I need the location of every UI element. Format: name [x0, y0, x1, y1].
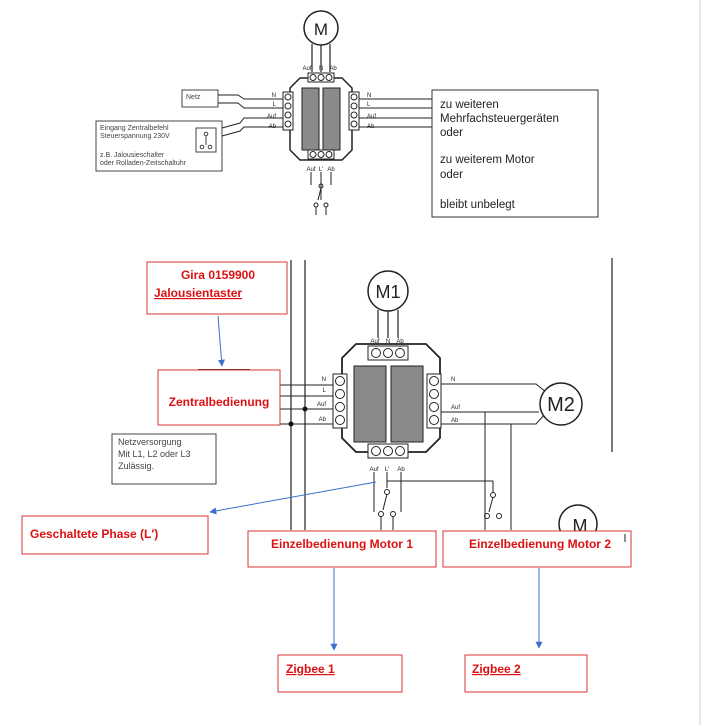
top-term-left-2: L	[273, 102, 277, 108]
top-right-line1: zu weiteren	[440, 99, 499, 111]
top-term-left-1: N	[272, 93, 276, 99]
supply-note-box	[111, 433, 217, 485]
top-term-bottom-2: L'	[319, 167, 323, 173]
top-netz-label: Netz	[186, 94, 201, 101]
junction-dot	[302, 406, 308, 412]
top-netz-box	[181, 89, 219, 108]
motor2-label: M2	[547, 394, 575, 416]
top-term-right-1: N	[367, 93, 371, 99]
annotations: Gira 0159900 Jalousientaster Zentralbedi…	[21, 261, 632, 693]
supply-note-line1: Netzversorgung	[118, 437, 182, 447]
bottom-term-left-4: Ab	[319, 417, 327, 423]
top-right-line5: oder	[440, 169, 463, 181]
gira-type-label: Jalousientaster	[154, 286, 242, 300]
bottom-relay-left	[353, 365, 387, 443]
central-control-label: Zentralbedienung	[169, 395, 270, 409]
bottom-term-right-3: Ab	[451, 418, 459, 424]
supply-note-line2: Mit L1, L2 oder L3	[118, 449, 191, 459]
junction-dot	[288, 421, 294, 427]
top-relay-right	[322, 87, 341, 151]
bottom-term-left-2: L	[323, 388, 327, 394]
zigbee1-box	[277, 654, 403, 693]
motor2-symbol	[539, 382, 583, 426]
zigbee1-label: Zigbee 1	[286, 662, 335, 676]
single-motor2-label: Einzelbedienung Motor 2	[469, 537, 611, 551]
central-control-box	[157, 369, 281, 426]
motor1-label: M1	[375, 282, 400, 302]
gira-model-label: Gira 0159900	[181, 268, 255, 282]
gira-annotation-box	[146, 261, 288, 315]
top-term-right-2: L	[367, 102, 371, 108]
top-relay-left	[301, 87, 320, 151]
top-term-left-3: Auf	[267, 114, 276, 120]
bottom-term-left-3: Auf	[317, 402, 326, 408]
bottom-term-left-1: N	[322, 377, 326, 383]
single-motor1-label: Einzelbedienung Motor 1	[271, 537, 413, 551]
top-term-top-3: Ab	[329, 66, 337, 72]
top-term-top-2: N	[319, 66, 323, 72]
bottom-relay-right	[390, 365, 424, 443]
top-input-line2: Steuerspannung 230V	[100, 133, 170, 140]
top-term-top-1: Auf	[302, 66, 311, 72]
bottom-term-top-1: Auf	[370, 339, 379, 345]
supply-note-line3: Zulässig.	[118, 461, 154, 471]
bottom-term-bottom-3: Ab	[397, 467, 405, 473]
bottom-term-top-2: N	[386, 339, 390, 345]
top-right-line6: bleibt unbelegt	[440, 199, 516, 211]
top-actuator-housing	[289, 77, 353, 161]
top-term-right-3: Auf	[367, 114, 376, 120]
switched-phase-label: Geschaltete Phase (L')	[30, 527, 158, 541]
top-right-box	[431, 89, 599, 218]
bottom-term-bottom-2: L'	[385, 467, 389, 473]
top-wiring-diagram: M Auf N Ab Auf L' Ab N L Auf Ab N L Au	[95, 10, 599, 218]
zigbee2-box	[464, 654, 588, 693]
top-right-line2: Mehrfachsteuergeräten	[440, 113, 559, 125]
top-right-line3: oder	[440, 127, 463, 139]
top-term-bottom-3: Ab	[327, 167, 335, 173]
bottom-term-right-1: N	[451, 377, 455, 383]
single-motor1-box	[247, 530, 437, 568]
single-motor2-box	[442, 530, 632, 568]
bottom-wiring-diagram: M1 Auf N Ab Auf L' Ab N L Auf Ab N Auf	[111, 258, 613, 544]
top-right-line4: zu weiterem Motor	[440, 154, 535, 166]
top-input-line3: z.B. Jalousieschalter	[100, 152, 165, 159]
top-term-bottom-1: Auf	[306, 167, 315, 173]
top-input-line4: oder Rolladen-Zeitschaltuhr	[100, 160, 187, 167]
bottom-term-top-3: Ab	[396, 339, 404, 345]
switched-phase-box	[21, 515, 209, 555]
bottom-term-bottom-1: Auf	[369, 467, 378, 473]
top-motor-label: M	[314, 20, 328, 39]
zigbee2-label: Zigbee 2	[472, 662, 521, 676]
bottom-term-right-2: Auf	[451, 405, 460, 411]
top-input-line1: Eingang Zentralbefehl	[100, 125, 169, 132]
